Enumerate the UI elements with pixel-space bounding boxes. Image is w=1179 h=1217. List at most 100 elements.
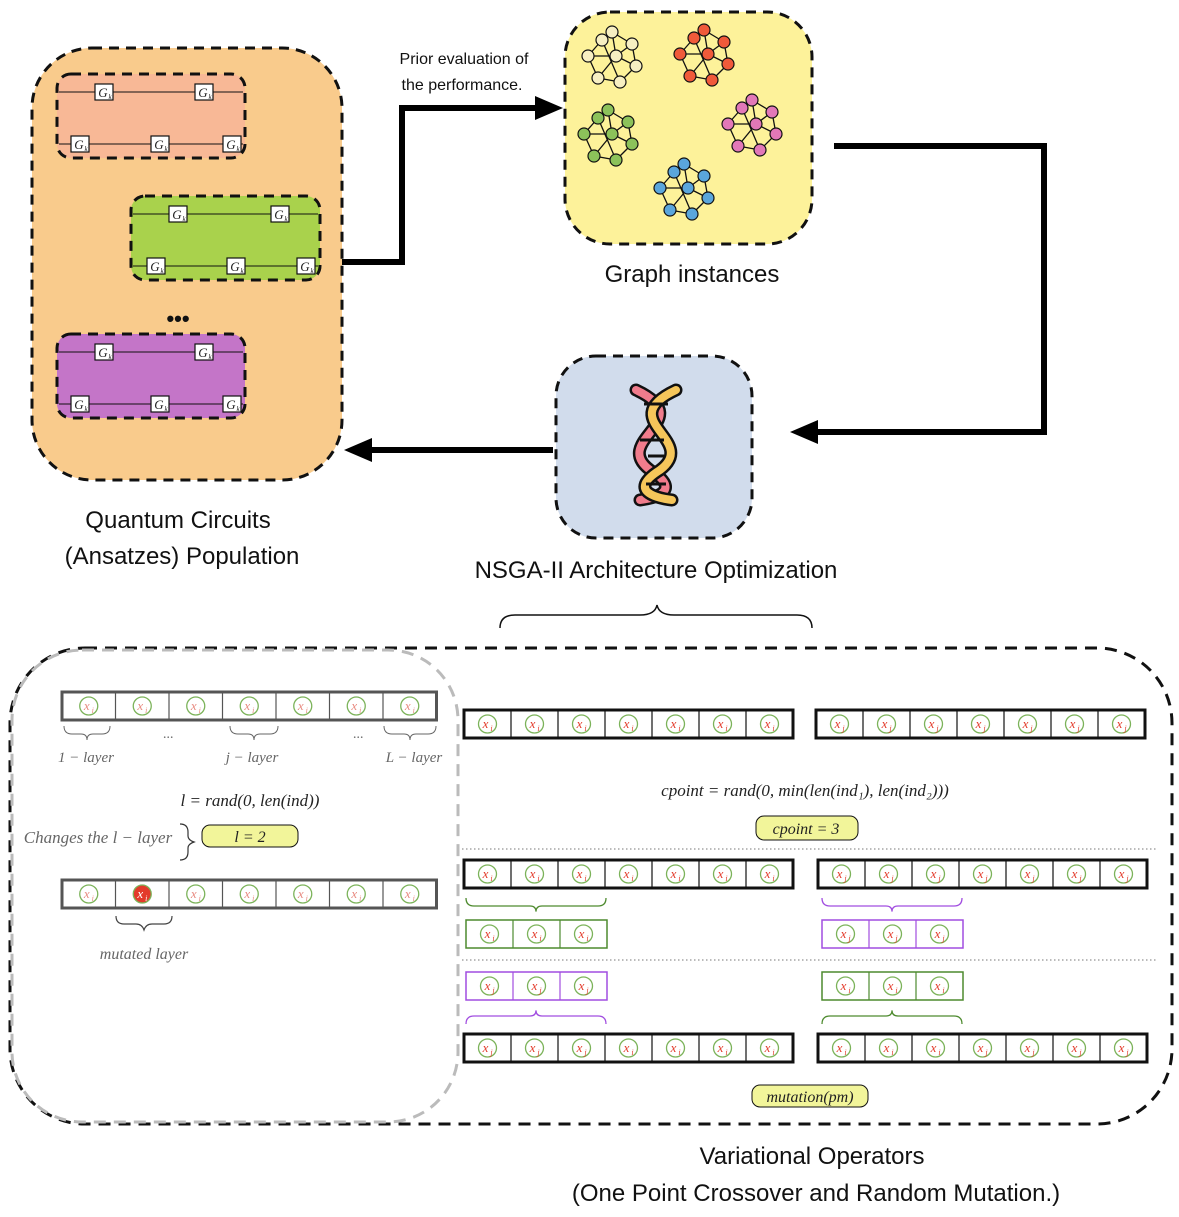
graph-node bbox=[683, 69, 697, 83]
gene-subscript: i bbox=[145, 706, 147, 715]
gate-label: G bbox=[226, 397, 236, 412]
gate-subscript: k bbox=[84, 145, 88, 153]
gene-label: x bbox=[670, 866, 677, 881]
population-label-line1: Quantum Circuits bbox=[85, 507, 270, 534]
gene-label: x bbox=[928, 716, 935, 731]
graph-node bbox=[625, 37, 639, 51]
gene-subscript: j bbox=[489, 1048, 493, 1057]
gate-label: G bbox=[226, 137, 236, 152]
gate-rect bbox=[94, 343, 114, 361]
gene-circle bbox=[759, 1038, 780, 1058]
prior-eval-line1: Prior evaluation of bbox=[400, 51, 530, 68]
graph-node bbox=[753, 143, 767, 157]
gene-subscript: j bbox=[984, 874, 988, 883]
tick-label-L: L − layer bbox=[385, 750, 443, 766]
gene-label: x bbox=[623, 1040, 630, 1055]
gate-rect bbox=[168, 205, 188, 223]
gene-circle bbox=[1019, 1038, 1040, 1058]
gene-circle bbox=[972, 864, 993, 884]
graph-node bbox=[721, 57, 735, 71]
graph-edge bbox=[741, 107, 761, 151]
gate-rect bbox=[194, 83, 214, 101]
gene-subscript: i bbox=[942, 986, 944, 995]
gene-circle bbox=[293, 884, 313, 904]
gene-subscript: i bbox=[631, 1048, 633, 1057]
gene-label: x bbox=[404, 698, 411, 713]
graph-node bbox=[605, 127, 619, 141]
gene-subscript: i bbox=[938, 1048, 940, 1057]
gene-subscript: i bbox=[584, 874, 586, 883]
gene-label: x bbox=[482, 716, 489, 731]
gate-label: G bbox=[172, 207, 182, 222]
gene-label: x bbox=[1118, 866, 1125, 881]
graph-node bbox=[717, 35, 731, 49]
gene-label: x bbox=[1024, 1040, 1031, 1055]
gene-subscript: j bbox=[1076, 724, 1080, 733]
gene-circle bbox=[400, 884, 420, 904]
gene-subscript: i bbox=[359, 706, 361, 715]
gate-label: G bbox=[98, 85, 108, 100]
gate-rect bbox=[150, 395, 170, 413]
gene-circle bbox=[524, 864, 545, 884]
graph-node bbox=[697, 169, 711, 183]
gene-circle bbox=[477, 1038, 498, 1058]
gene-subscript: j bbox=[847, 934, 851, 943]
layer-brace bbox=[63, 725, 111, 741]
gate-rect bbox=[270, 205, 290, 223]
gene-subscript: i bbox=[306, 706, 308, 715]
gate-label: G bbox=[300, 259, 310, 274]
tick-label-1: 1 − layer bbox=[58, 750, 114, 766]
gate-label: G bbox=[150, 259, 160, 274]
gene-subscript: j bbox=[1125, 1048, 1129, 1057]
gate-label: G bbox=[230, 259, 240, 274]
gene-subscript: i bbox=[252, 706, 254, 715]
gene-circle bbox=[882, 976, 903, 996]
gene-circle bbox=[835, 924, 856, 944]
l-value-text: l = 2 bbox=[234, 829, 265, 846]
gene-label: x bbox=[977, 1040, 984, 1055]
graph-node bbox=[609, 153, 623, 167]
gate-rect bbox=[222, 395, 242, 413]
gene-label: x bbox=[977, 866, 984, 881]
gene-circle bbox=[571, 1038, 592, 1058]
graph-edge bbox=[693, 37, 713, 81]
gene-subscript: i bbox=[199, 706, 201, 715]
graph-edge bbox=[597, 117, 617, 161]
cpoint-value: cpoint = 3 bbox=[773, 821, 840, 838]
layer-brace bbox=[383, 725, 437, 741]
gene-circle bbox=[477, 864, 498, 884]
gene-label: x bbox=[670, 1040, 677, 1055]
mutated-label: mutated layer bbox=[100, 946, 189, 963]
gate-rect bbox=[194, 343, 214, 361]
graph-node bbox=[577, 127, 591, 141]
gene-label: x bbox=[190, 886, 197, 901]
gene-subscript: i bbox=[492, 934, 494, 943]
gene-label: x bbox=[1022, 716, 1029, 731]
gene-circle bbox=[759, 864, 780, 884]
changes-brace bbox=[179, 823, 196, 861]
gene-label: x bbox=[484, 978, 491, 993]
graph-1 bbox=[581, 25, 643, 89]
gene-label: x bbox=[887, 978, 894, 993]
arrow-population-to-graphs bbox=[342, 96, 563, 265]
graph-node bbox=[609, 49, 623, 63]
graph-node bbox=[667, 165, 681, 179]
gene-label: x bbox=[717, 1040, 724, 1055]
gene-circle bbox=[526, 924, 547, 944]
graph-node bbox=[681, 181, 695, 195]
graph-node bbox=[731, 139, 745, 153]
tick-label-j: j − layer bbox=[224, 750, 279, 766]
gene-label: x bbox=[764, 1040, 771, 1055]
gene-circle bbox=[618, 714, 639, 734]
